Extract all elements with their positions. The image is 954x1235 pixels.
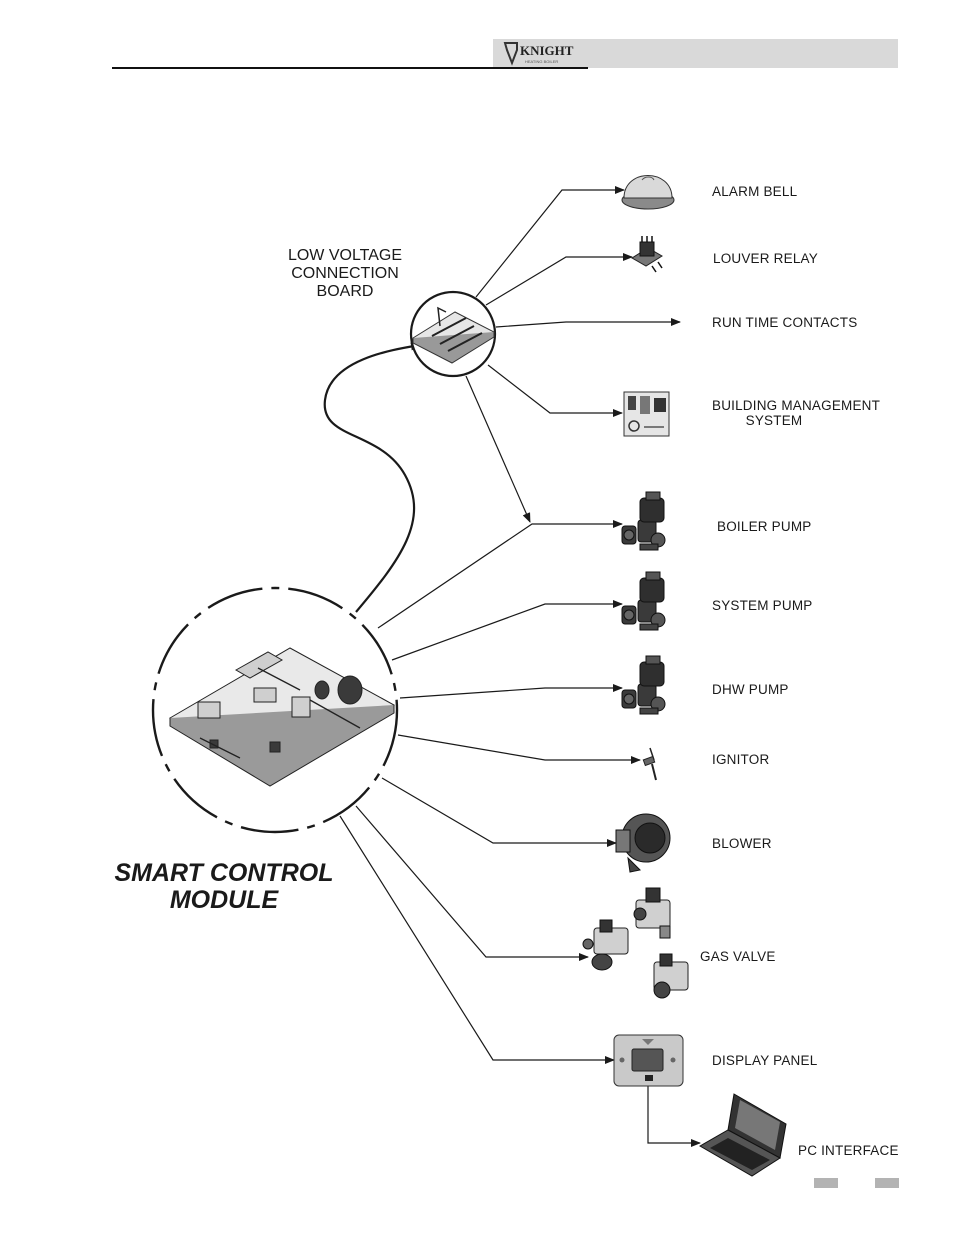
line-blower: [381, 777, 617, 847]
line-boiler-pump: [377, 520, 623, 629]
label-system-pump: SYSTEM PUMP: [712, 598, 813, 613]
display-panel-icon: [613, 1034, 684, 1087]
low-voltage-board: [409, 290, 497, 378]
smart-control-module: [151, 586, 399, 834]
header-bar: [493, 39, 898, 68]
footer-tab-left: [814, 1178, 838, 1188]
knight-logo: KNIGHT HEATING BOILER: [503, 42, 574, 66]
ignitor-icon: [642, 747, 657, 781]
svg-text:HEATING BOILER: HEATING BOILER: [525, 59, 558, 64]
line-display-panel: [339, 815, 615, 1064]
label-gas-valve: GAS VALVE: [700, 949, 776, 964]
dhw-pump-icon: [621, 655, 666, 715]
header-rule: [112, 67, 588, 69]
board-label-line: BOARD: [316, 283, 374, 300]
module-title-line: MODULE: [169, 886, 279, 914]
boiler-pump-icon: [621, 491, 666, 551]
bms-label-line: SYSTEM: [745, 413, 803, 428]
svg-text:KNIGHT: KNIGHT: [520, 43, 574, 58]
board-label: LOW VOLTAGE CONNECTION BOARD: [270, 247, 420, 301]
cable-module-to-board: [323, 342, 421, 613]
board-label-line: LOW VOLTAGE: [287, 247, 403, 264]
label-pc-interface: PC INTERFACE: [798, 1143, 899, 1158]
module-title-line: SMART CONTROL: [114, 859, 334, 887]
connection-lines: [323, 186, 701, 1147]
label-dhw-pump: DHW PUMP: [712, 682, 789, 697]
label-ignitor: IGNITOR: [712, 752, 770, 767]
label-blower: BLOWER: [712, 836, 772, 851]
system-pump-icon: [621, 571, 666, 631]
line-board-to-boiler: [465, 375, 531, 523]
alarm-bell-icon: [621, 175, 675, 210]
footer-tab-right: [875, 1178, 899, 1188]
louver-relay-icon: [631, 236, 663, 273]
board-label-line: CONNECTION: [291, 265, 399, 282]
line-ignitor: [397, 734, 641, 764]
module-title: SMART CONTROL MODULE: [94, 860, 354, 914]
laptop-icon: [698, 1093, 787, 1177]
line-louver-relay: [485, 253, 633, 306]
line-pc-interface: [647, 1086, 701, 1147]
line-system-pump: [391, 600, 623, 661]
label-display-panel: DISPLAY PANEL: [712, 1053, 818, 1068]
line-run-time: [495, 318, 681, 328]
line-gas-valve: [355, 805, 589, 961]
line-dhw-pump: [399, 684, 623, 699]
bms-icon: [623, 391, 670, 437]
line-bms: [487, 364, 623, 417]
line-alarm-bell: [475, 186, 625, 298]
label-alarm-bell: ALARM BELL: [712, 184, 798, 199]
label-boiler-pump: BOILER PUMP: [717, 519, 812, 534]
label-run-time-contacts: RUN TIME CONTACTS: [712, 315, 858, 330]
label-louver-relay: LOUVER RELAY: [713, 251, 818, 266]
label-building-management-system: BUILDING MANAGEMENT SYSTEM: [712, 398, 888, 428]
bms-label-line: BUILDING MANAGEMENT: [712, 398, 881, 413]
blower-icon: [615, 813, 671, 873]
gas-valve-icon: [582, 887, 689, 999]
